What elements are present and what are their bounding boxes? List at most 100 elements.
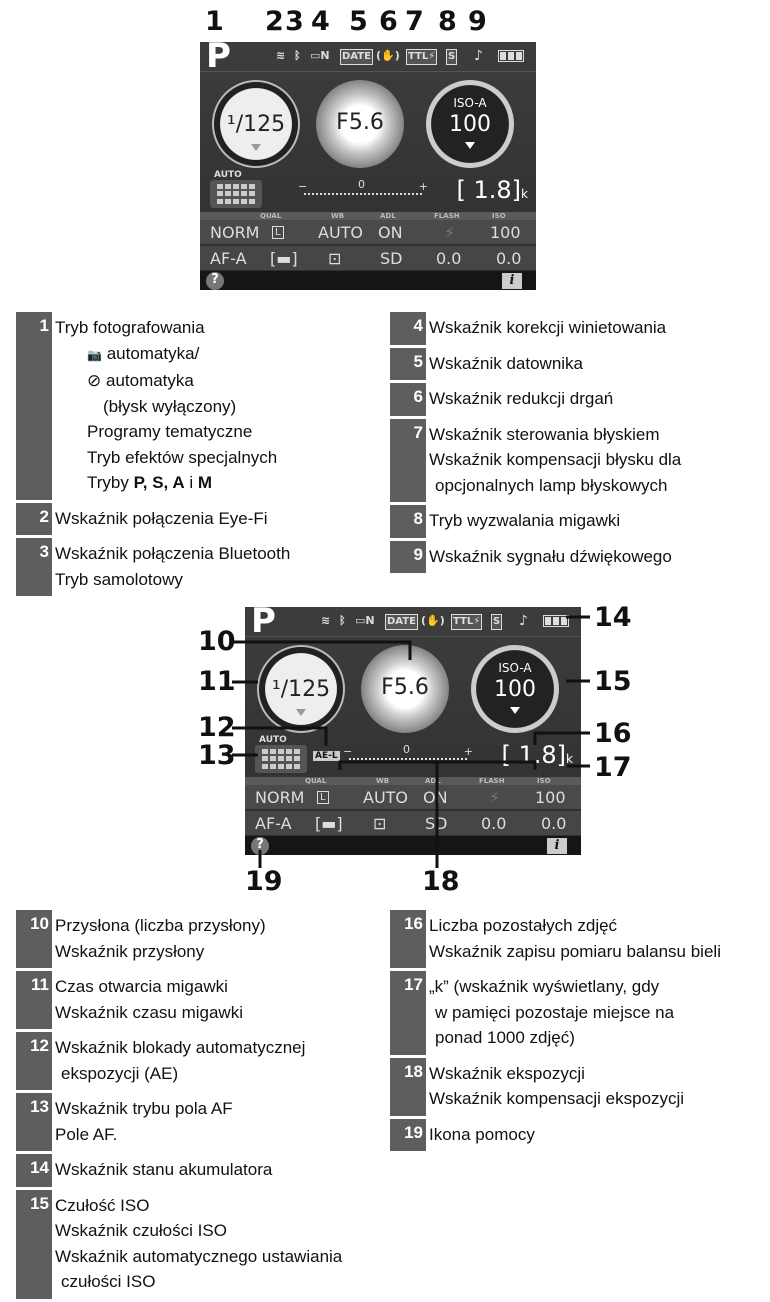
flash-mode[interactable]: ⚡ [444,223,456,242]
remaining-exposures: [ 1.8]k [457,176,528,204]
callout-5: 5 [349,6,368,37]
af-area-auto-label: AUTO [259,735,287,745]
item-text: Wskaźnik automatycznego ustawiania [55,1246,343,1266]
help-icon[interactable]: ? [251,837,269,855]
shooting-mode: P [251,607,276,641]
thousands-indicator: k [521,187,528,201]
iso-value: 100 [449,112,491,137]
picture-control[interactable]: SD [380,249,403,268]
item-number: 12 [16,1032,52,1090]
info-button[interactable]: i [502,273,522,289]
item-number: 6 [390,383,426,416]
item-text: Wskaźnik sterowania błyskiem [429,424,660,444]
callout-17: 17 [594,752,632,783]
item-text: Tryb wyzwalania migawki [429,511,621,530]
beep-icon: ♪ [474,48,483,64]
flash-compensation[interactable]: 0.0 [436,249,462,268]
callout-4: 4 [311,6,330,37]
item-text: Wskaźnik sygnału dźwiękowego [429,546,672,566]
iso-setting[interactable]: 100 [490,223,521,242]
item-text: ponad 1000 zdjęć) [435,1028,575,1047]
image-quality[interactable]: NORM [255,788,305,807]
scale-zero: 0 [403,743,410,756]
item-text: Wskaźnik blokady automatycznej [55,1038,306,1057]
settings-row-2[interactable]: AF-A [▬] ⊡ SD 0.0 0.0 [245,811,581,835]
af-area-mode[interactable]: [▬] [315,814,343,833]
callout-2: 2 [265,6,284,37]
beep-icon: ♪ [519,613,528,629]
image-size[interactable]: L [317,791,329,804]
scale-minus: − [298,180,308,193]
item-number: 19 [390,1118,426,1151]
pointer-icon [510,707,520,714]
aperture: F5.6 [381,675,429,700]
image-quality[interactable]: NORM [210,223,260,242]
item-text: M [197,473,213,492]
item-number: 16 [390,910,426,968]
callout-18: 18 [422,866,460,897]
item-number: 18 [390,1057,426,1116]
item-text: Pole AF. [55,1124,118,1144]
help-icon[interactable]: ? [206,272,224,290]
image-size[interactable]: L [272,226,284,239]
exposure-compensation[interactable]: 0.0 [541,814,567,833]
white-balance[interactable]: AUTO [363,788,409,807]
item-number: 7 [390,418,426,502]
item-text: Tryb fotografowania [55,318,205,337]
item-number: 17 [390,971,426,1055]
item-text: Wskaźnik zapisu pomiaru balansu bieli [429,941,721,961]
legend-item-1: 1 Tryb fotografowania 📷 automatyka/ ⊘ au… [16,312,376,500]
settings-row-2[interactable]: AF-A [▬] ⊡ SD 0.0 0.0 [200,246,536,270]
scale-plus: + [463,745,473,758]
settings-row-1[interactable]: NORM L AUTO ON ⚡ 100 [245,785,581,809]
label-wb: WB [376,777,390,785]
item-text: opcjonalnych lamp błyskowych [435,475,668,495]
white-balance[interactable]: AUTO [318,223,364,242]
metering[interactable]: ⊡ [328,249,342,268]
camera-info-display-annotated: P ≋ ᛒ ▭N DATE (✋) TTL⚡ S ♪ ¹/125 F5.6 IS… [245,607,581,855]
item-text: ekspozycji (AE) [61,1063,179,1083]
vignette-control-icon: ▭N [310,49,330,62]
aperture: F5.6 [336,110,384,135]
exposure-compensation[interactable]: 0.0 [496,249,522,268]
item-text: Programy tematyczne [87,422,253,441]
exposure-indicator: −0+ [343,743,473,767]
vignette-n: N [365,614,375,627]
settings-labels: QUAL WB ADL FLASH ISO [200,212,536,220]
flash-mode[interactable]: ⚡ [489,788,501,807]
iso-setting[interactable]: 100 [535,788,566,807]
date-imprint-icon: DATE [340,49,373,65]
settings-row-1[interactable]: NORM L AUTO ON ⚡ 100 [200,220,536,244]
scale-plus: + [418,180,428,193]
focus-mode[interactable]: AF-A [210,249,247,268]
release-mode-icon: S [446,49,458,65]
active-d-lighting[interactable]: ON [378,223,403,242]
label-adl: ADL [425,777,441,785]
focus-mode[interactable]: AF-A [255,814,292,833]
item-number: 8 [390,505,426,538]
thousands-indicator: k [566,752,573,766]
af-area-mode[interactable]: [▬] [270,249,298,268]
label-iso: ISO [492,212,506,220]
eye-fi-icon: ≋ [276,49,286,62]
active-d-lighting[interactable]: ON [423,788,448,807]
item-text: Tryb efektów specjalnych [87,447,278,467]
info-button[interactable]: i [547,838,567,854]
status-bar: P ≋ ᛒ ▭N DATE (✋) TTL⚡ S ♪ [245,607,581,641]
item-text: Wskaźnik trybu pola AF [55,1099,233,1118]
bluetooth-icon: ᛒ [294,49,301,62]
flash-compensation[interactable]: 0.0 [481,814,507,833]
vignette-control-icon: ▭N [355,614,375,627]
metering[interactable]: ⊡ [373,814,387,833]
callout-16: 16 [594,718,632,749]
callout-13: 13 [198,740,236,771]
callout-10: 10 [198,626,236,657]
